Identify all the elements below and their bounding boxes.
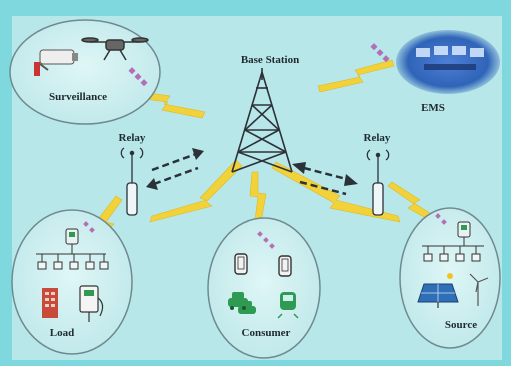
meter-bus <box>422 237 484 262</box>
solar-panel-icon <box>417 273 459 308</box>
link-base-load <box>149 159 243 223</box>
source-label: Source <box>445 319 477 331</box>
load-node: Load <box>11 209 133 355</box>
control-room-icon <box>396 30 500 94</box>
surveillance-camera-icon <box>34 49 78 76</box>
satellite-icon <box>257 231 275 249</box>
base-station: Base Station <box>231 54 299 173</box>
building-icon <box>42 288 58 318</box>
satellite-icon <box>83 221 95 233</box>
consumer-bubble <box>207 217 321 359</box>
relay-left: Relay <box>119 132 146 216</box>
meter-bus <box>36 244 109 270</box>
surveillance-label: Surveillance <box>49 91 107 103</box>
link-base-source <box>271 161 401 223</box>
phone-icon <box>278 255 292 277</box>
relay-right: Relay <box>364 132 391 216</box>
relay-left-label: Relay <box>119 132 146 144</box>
train-icon <box>277 292 299 319</box>
satellite-icon <box>128 67 148 87</box>
phone-icon <box>234 253 248 275</box>
car-icon <box>228 292 256 314</box>
smart-meter-icon <box>457 221 471 238</box>
base-station-tower-icon <box>231 68 293 173</box>
surveillance-node: Surveillance <box>9 19 161 125</box>
wind-turbine-icon <box>469 273 489 306</box>
relay-antenna-icon <box>366 149 390 216</box>
source-node: Source <box>399 207 501 349</box>
arrow-head-right-up <box>292 162 306 174</box>
consumer-label: Consumer <box>242 327 291 339</box>
ems-label: EMS <box>421 102 445 114</box>
load-label: Load <box>50 327 74 339</box>
satellite-icon <box>370 43 390 63</box>
dashed-arrow-left <box>151 152 199 186</box>
dashed-arrow-right <box>299 166 351 196</box>
arrow-head-right-down <box>344 174 358 186</box>
relay-right-label: Relay <box>364 132 391 144</box>
satellite-icon <box>435 213 447 225</box>
link-ems-base <box>317 59 395 93</box>
surveillance-bubble <box>9 19 161 125</box>
relay-antenna-icon <box>120 147 144 216</box>
smart-meter-icon <box>65 228 79 245</box>
base-station-label: Base Station <box>241 54 299 66</box>
arrow-head-left-down <box>146 178 158 190</box>
arrow-head-left-up <box>192 148 204 160</box>
consumer-node: Consumer <box>207 217 321 359</box>
ems-node: EMS <box>370 30 500 114</box>
drone-icon <box>81 37 149 61</box>
ev-charger-icon <box>79 285 104 322</box>
